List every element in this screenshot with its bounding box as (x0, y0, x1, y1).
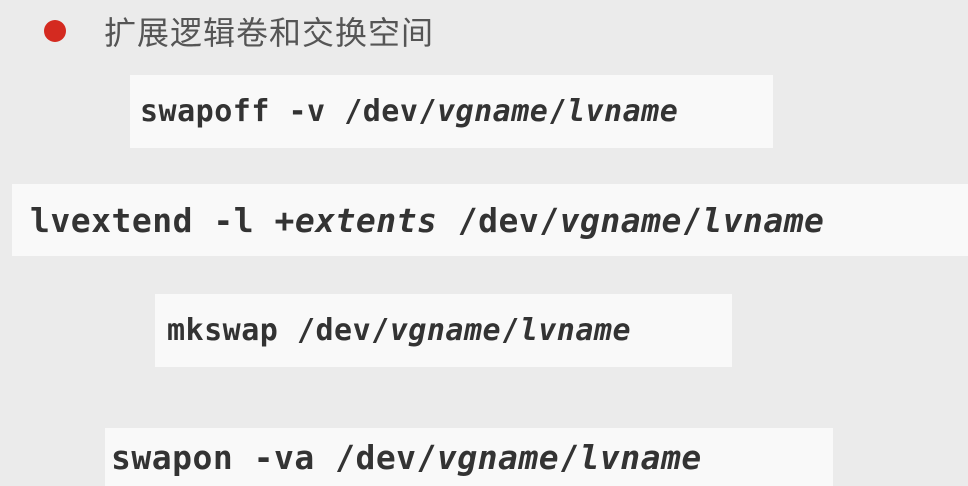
command-option: -va (253, 437, 315, 477)
slide-heading: 扩展逻辑卷和交换空间 (44, 6, 434, 56)
heading-text: 扩展逻辑卷和交换空间 (104, 14, 435, 52)
path-prefix: /dev/ (457, 200, 560, 240)
command-lvextend: lvextend -l +extents /dev/vgname/lvname (12, 184, 968, 256)
command-name: swapoff (140, 94, 270, 129)
vgname-variable: vgname (559, 200, 682, 240)
path-prefix: /dev/ (335, 437, 437, 477)
lvname-variable: lvname (702, 200, 825, 240)
path-separator: / (501, 313, 520, 348)
lvname-variable: lvname (579, 437, 702, 477)
command-mkswap: mkswap /dev/vgname/lvname (155, 294, 732, 367)
path-separator: / (548, 94, 567, 129)
command-name: swapon (111, 437, 234, 477)
extents-variable: +extents (274, 200, 438, 240)
path-prefix: /dev/ (344, 94, 437, 129)
vgname-variable: vgname (389, 313, 502, 348)
vgname-variable: vgname (436, 437, 560, 477)
command-swapoff: swapoff -v /dev/vgname/lvname (130, 75, 773, 148)
command-name: mkswap (167, 313, 279, 348)
path-separator: / (559, 437, 580, 477)
path-separator: / (681, 200, 703, 240)
command-option: -v (288, 94, 326, 129)
bullet-icon (44, 20, 66, 42)
lvname-variable: lvname (519, 313, 632, 348)
path-prefix: /dev/ (296, 313, 390, 348)
command-name: lvextend (30, 200, 193, 240)
lvname-variable: lvname (566, 94, 679, 129)
vgname-variable: vgname (437, 94, 549, 129)
command-option: -l (213, 200, 255, 240)
command-swapon: swapon -va /dev/vgname/lvname (105, 428, 833, 486)
